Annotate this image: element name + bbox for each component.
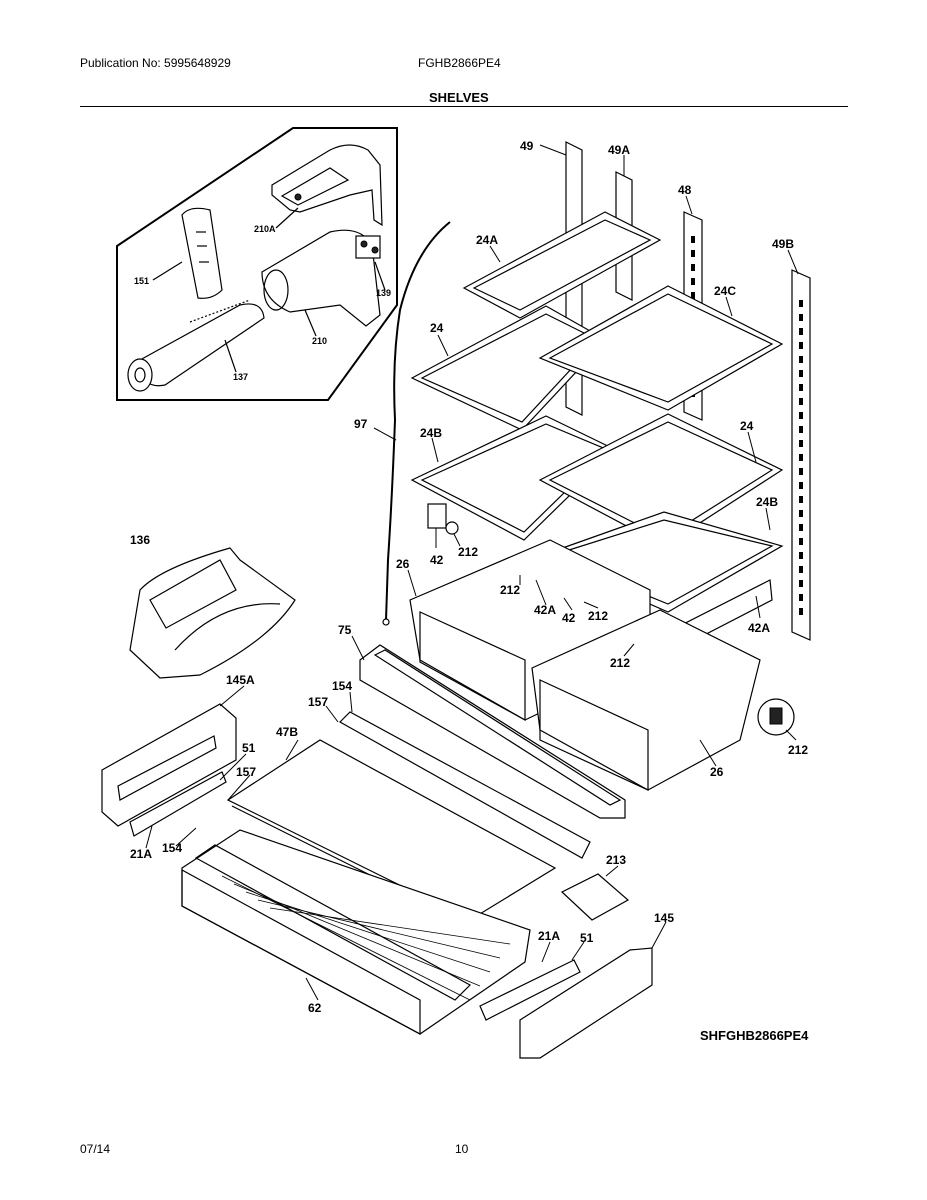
- callout-154-lower: 154: [162, 841, 182, 855]
- callout-75: 75: [338, 623, 352, 637]
- callout-136: 136: [130, 533, 150, 547]
- drawer-ribs: [221, 875, 511, 1001]
- humidity-cover: [129, 547, 296, 679]
- callout-97: 97: [354, 417, 368, 431]
- callout-42-left: 42: [430, 553, 444, 567]
- callout-21a-right: 21A: [538, 929, 560, 943]
- filter-housing-cover: [271, 144, 383, 227]
- callout-21a-left: 21A: [130, 847, 152, 861]
- pan-cover: [359, 644, 626, 819]
- callout-210: 210: [312, 336, 327, 346]
- filter-housing: [261, 229, 381, 327]
- rail-slots: [691, 236, 803, 615]
- callout-48: 48: [678, 183, 692, 197]
- callout-42a-right: 42A: [748, 621, 770, 635]
- callout-62: 62: [308, 1001, 322, 1015]
- callout-26-left: 26: [396, 557, 410, 571]
- callout-145a: 145A: [226, 673, 255, 687]
- callout-42-mid: 42: [562, 611, 576, 625]
- callout-24a: 24A: [476, 233, 498, 247]
- section-title: SHELVES: [429, 90, 489, 105]
- callout-154-upper: 154: [332, 679, 352, 693]
- diagram-reference-code: SHFGHB2866PE4: [700, 1028, 809, 1043]
- filter-inset: 210A 151 139 210 137: [116, 127, 398, 401]
- callout-210a: 210A: [254, 224, 276, 234]
- callout-49a: 49A: [608, 143, 630, 157]
- callout-labels: 49 49A 48 49B 24A 24C 24 97 24B 24 24B 1…: [130, 139, 808, 1015]
- left-side-panel: [101, 703, 237, 837]
- callout-212-e: 212: [788, 743, 808, 757]
- water-tube: [385, 221, 451, 621]
- deli-glass-shelf: [226, 711, 591, 927]
- deli-drawer: [181, 829, 531, 1036]
- page-number: 10: [455, 1142, 469, 1156]
- callout-212-b: 212: [500, 583, 520, 597]
- callout-145: 145: [654, 911, 674, 925]
- callout-139: 139: [376, 288, 391, 298]
- drawer-clip: [560, 873, 630, 921]
- callout-151: 151: [134, 276, 149, 286]
- callout-51-right: 51: [580, 931, 594, 945]
- callout-212-d: 212: [610, 656, 630, 670]
- footer-date: 07/14: [80, 1142, 111, 1156]
- header-divider: [80, 106, 848, 107]
- callout-24c: 24C: [714, 284, 736, 298]
- callout-24-right: 24: [740, 419, 754, 433]
- glass-shelves: [410, 211, 784, 613]
- callout-212-c: 212: [588, 609, 608, 623]
- callout-157-upper: 157: [308, 695, 328, 709]
- callout-49: 49: [520, 139, 534, 153]
- callout-26-right: 26: [710, 765, 724, 779]
- callout-157-lower: 157: [236, 765, 256, 779]
- callout-42a-mid: 42A: [534, 603, 556, 617]
- callout-49b: 49B: [772, 237, 794, 251]
- leader-lines: [145, 144, 799, 1001]
- callout-51-left: 51: [242, 741, 256, 755]
- callout-24-upper: 24: [430, 321, 444, 335]
- callout-213: 213: [606, 853, 626, 867]
- filter-cap: [181, 207, 223, 299]
- callout-47b: 47B: [276, 725, 298, 739]
- callout-212-a: 212: [458, 545, 478, 559]
- callout-137: 137: [233, 372, 248, 382]
- right-side-panel: [479, 947, 653, 1059]
- callout-24b-left: 24B: [420, 426, 442, 440]
- publication-number: Publication No: 5995648929: [80, 56, 231, 70]
- model-number: FGHB2866PE4: [418, 56, 501, 70]
- callout-24b-right: 24B: [756, 495, 778, 509]
